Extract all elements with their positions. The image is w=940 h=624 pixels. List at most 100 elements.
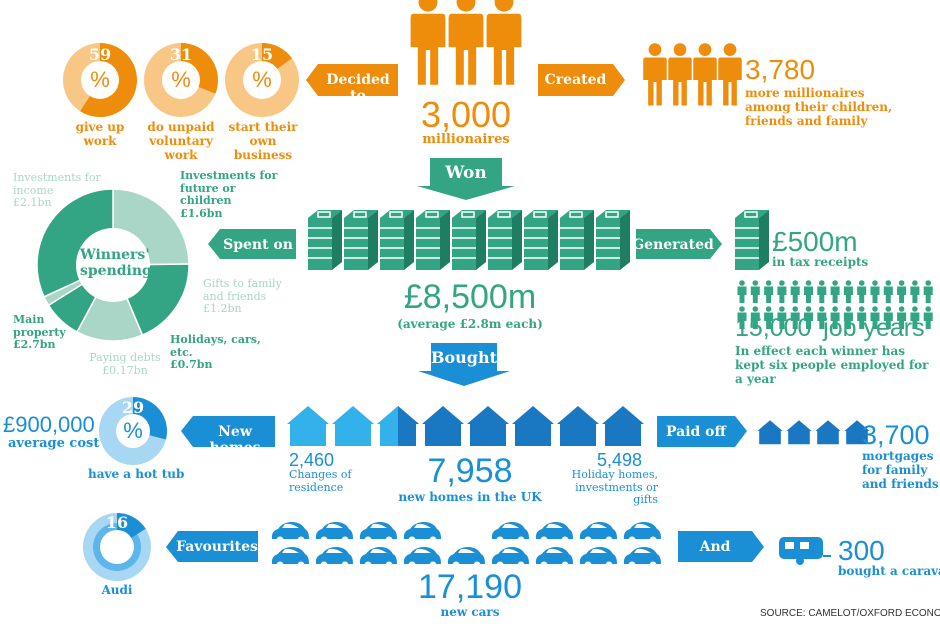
caravan-label: bought a caravan <box>838 564 940 578</box>
spent-on-arrow <box>208 229 296 259</box>
created-people-icons <box>643 43 742 106</box>
investments-future-label: Investments for future or children£1.6bn <box>180 169 278 220</box>
changes-value: 2,460 <box>289 450 335 470</box>
job-person-icon <box>790 280 800 303</box>
investments-income-label: Investments for income£2.1bn <box>13 171 101 210</box>
hot-tub-label: have a hot tub <box>88 467 185 481</box>
millionaires-value: 3,000 <box>420 94 512 135</box>
spent-on-label: Spent on <box>223 237 293 253</box>
give-up-work-percent: 59 <box>88 45 112 64</box>
gifts-label: Gifts to family and friends£1.2bn <box>203 277 282 316</box>
holidays-label: Holidays, cars, etc.£0.7bn <box>170 333 261 372</box>
car-icon <box>403 522 441 544</box>
hot-tub-circle <box>99 397 167 465</box>
won-arrow <box>417 158 515 200</box>
holiday-homes-label: Holiday homes, investments or gifts <box>571 468 658 507</box>
job-person-icon <box>830 280 840 303</box>
voluntary-work-label: do unpaid voluntary work <box>147 120 215 162</box>
job-person-icon <box>883 280 893 303</box>
homes-total-label: new homes in the UK <box>398 490 542 504</box>
paid-off-label: Paid off <box>665 424 727 440</box>
car-icon <box>447 547 485 569</box>
tax-label: in tax receipts <box>772 255 869 269</box>
job-person-icon <box>857 280 867 303</box>
job-person-icon <box>897 280 907 303</box>
car-icon <box>271 547 309 569</box>
cars-total-label: new cars <box>440 605 500 619</box>
created-text: more millionaires among their children, … <box>745 86 893 128</box>
average-cost-label: average cost <box>8 436 100 451</box>
car-icon <box>579 522 617 544</box>
job-person-icon <box>737 280 747 303</box>
car-icon <box>491 547 529 569</box>
millionaires-label: millionaires <box>422 132 510 147</box>
caravan-value: 300 <box>838 535 885 566</box>
and-label: And <box>699 539 731 555</box>
winners-spending-title: Winners' spending <box>80 247 152 280</box>
orange-circle-own-business <box>225 43 299 117</box>
orange-circle-give-up-work <box>63 43 137 117</box>
own-business-label: start their own business <box>228 120 298 162</box>
job-person-icon <box>750 280 760 303</box>
car-icon <box>315 522 353 544</box>
car-icon <box>535 522 573 544</box>
audi-percent: 16 <box>105 513 129 532</box>
car-icon <box>491 522 529 544</box>
job-person-icon <box>764 280 774 303</box>
car-icon <box>359 522 397 544</box>
car-icons <box>271 522 661 569</box>
mortgages-label: mortgages for family and friends <box>862 449 939 491</box>
job-person-icon <box>923 280 933 303</box>
bought-arrow <box>418 343 510 386</box>
holiday-homes-value: 5,498 <box>597 450 643 470</box>
new-homes-arrow <box>181 416 275 447</box>
car-icon <box>359 547 397 569</box>
won-label: Won <box>445 163 487 183</box>
job-person-icon <box>817 280 827 303</box>
total-spending-value: £8,500m <box>403 278 537 316</box>
job-person-icon <box>843 280 853 303</box>
bought-label: Bought <box>430 348 498 367</box>
cars-total-value: 17,190 <box>418 568 522 606</box>
generated-arrow <box>636 229 722 259</box>
hot-tub-percent: 29 <box>121 398 145 417</box>
decided-to-arrow <box>306 64 398 96</box>
give-up-work-percent-sign: % <box>90 67 110 92</box>
voluntary-work-percent-sign: % <box>171 67 191 92</box>
mortgages-value: 3,700 <box>862 420 930 450</box>
decided-to-label: Decided to <box>326 72 390 104</box>
changes-label: Changes of residence <box>289 468 352 494</box>
total-spending-sub: (average £2.8m each) <box>397 317 543 331</box>
own-business-percent: 15 <box>250 45 274 64</box>
generated-label: Generated <box>632 237 714 253</box>
paid-off-arrow <box>657 416 747 447</box>
car-icon <box>623 547 661 569</box>
average-cost-value: £900,000 <box>3 412 95 437</box>
house-icons <box>287 406 644 446</box>
car-icon <box>403 547 441 569</box>
mortgage-house-icons <box>757 420 870 445</box>
job-person-icon <box>804 280 813 303</box>
car-icon <box>579 547 617 569</box>
voluntary-work-percent: 31 <box>169 45 193 64</box>
created-arrow <box>538 64 625 96</box>
homes-total-value: 7,958 <box>427 452 513 490</box>
created-label: Created <box>544 72 607 88</box>
favourites-arrow <box>166 531 258 562</box>
paying-debts-label: Paying debts£0.17bn <box>89 351 161 377</box>
audi-label: Audi <box>101 583 133 597</box>
caravan-icon <box>779 537 831 565</box>
car-icon <box>271 522 309 544</box>
favourites-label: Favourites <box>176 539 258 555</box>
audi-circle <box>83 513 151 581</box>
own-business-percent-sign: % <box>252 67 272 92</box>
and-arrow <box>678 531 764 562</box>
spending-segment <box>75 263 144 342</box>
audi-percent-sign: % <box>107 534 127 559</box>
car-icon <box>535 547 573 569</box>
new-homes-label: New homes <box>209 424 261 456</box>
car-icon <box>315 547 353 569</box>
